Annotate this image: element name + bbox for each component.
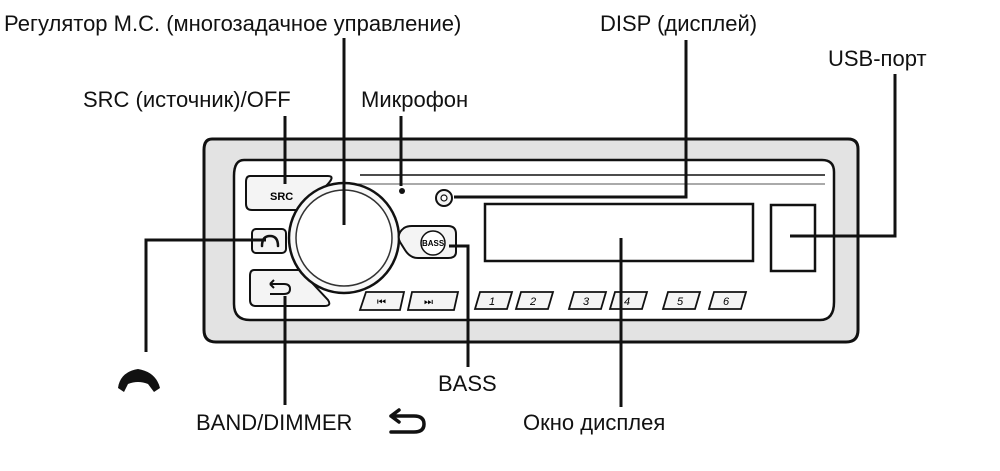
leader-usb-port <box>790 74 897 238</box>
callout-usb-port: USB-порт <box>828 46 927 71</box>
preset-button-2[interactable]: 2 <box>514 291 555 310</box>
preset-label: 2 <box>529 296 536 308</box>
callout-disp: DISP (дисплей) <box>600 11 758 36</box>
disp-button[interactable] <box>435 189 453 207</box>
preset-button-4[interactable]: 4 <box>608 291 649 310</box>
leader-disp <box>454 40 688 199</box>
preset-button-5[interactable]: 5 <box>661 291 702 310</box>
return-arrow-small-icon <box>269 279 292 295</box>
preset-label: 1 <box>489 296 495 308</box>
usb-port[interactable] <box>769 203 817 273</box>
src-button-label: SRC <box>270 191 293 203</box>
next-track-button[interactable]: ⏭ <box>406 291 460 311</box>
bass-button-label: BASS <box>422 239 445 248</box>
bass-button[interactable]: BASS <box>397 225 457 259</box>
preset-label: 5 <box>677 296 684 308</box>
preset-button-1[interactable]: 1 <box>473 291 514 310</box>
display-window <box>483 202 755 263</box>
callout-band-dimmer: BAND/DIMMER <box>196 410 353 435</box>
next-track-icon: ⏭ <box>424 297 433 308</box>
callout-src-off: SRC (источник)/OFF <box>83 87 291 112</box>
callout-display-window: Окно дисплея <box>523 410 666 435</box>
microphone-hole <box>399 188 405 194</box>
return-arrow-icon <box>389 408 426 434</box>
src-button[interactable]: SRC <box>245 175 333 211</box>
callout-microphone: Микрофон <box>361 87 469 112</box>
leader-phone <box>144 238 266 352</box>
preset-label: 6 <box>723 296 730 308</box>
leader-bass <box>449 244 470 367</box>
callout-bass: BASS <box>438 371 497 396</box>
phone-handset-icon <box>118 369 160 392</box>
preset-label: 4 <box>624 296 630 308</box>
preset-button-3[interactable]: 3 <box>567 291 608 310</box>
leader-lines <box>144 38 897 407</box>
band-dimmer-button[interactable] <box>249 269 331 307</box>
prev-track-icon: ⏮ <box>377 297 386 308</box>
callout-mc-dial: Регулятор M.C. (многозадачное управление… <box>4 11 462 36</box>
prev-track-button[interactable]: ⏮ <box>358 291 406 311</box>
preset-button-6[interactable]: 6 <box>707 291 748 310</box>
preset-label: 3 <box>583 296 590 308</box>
